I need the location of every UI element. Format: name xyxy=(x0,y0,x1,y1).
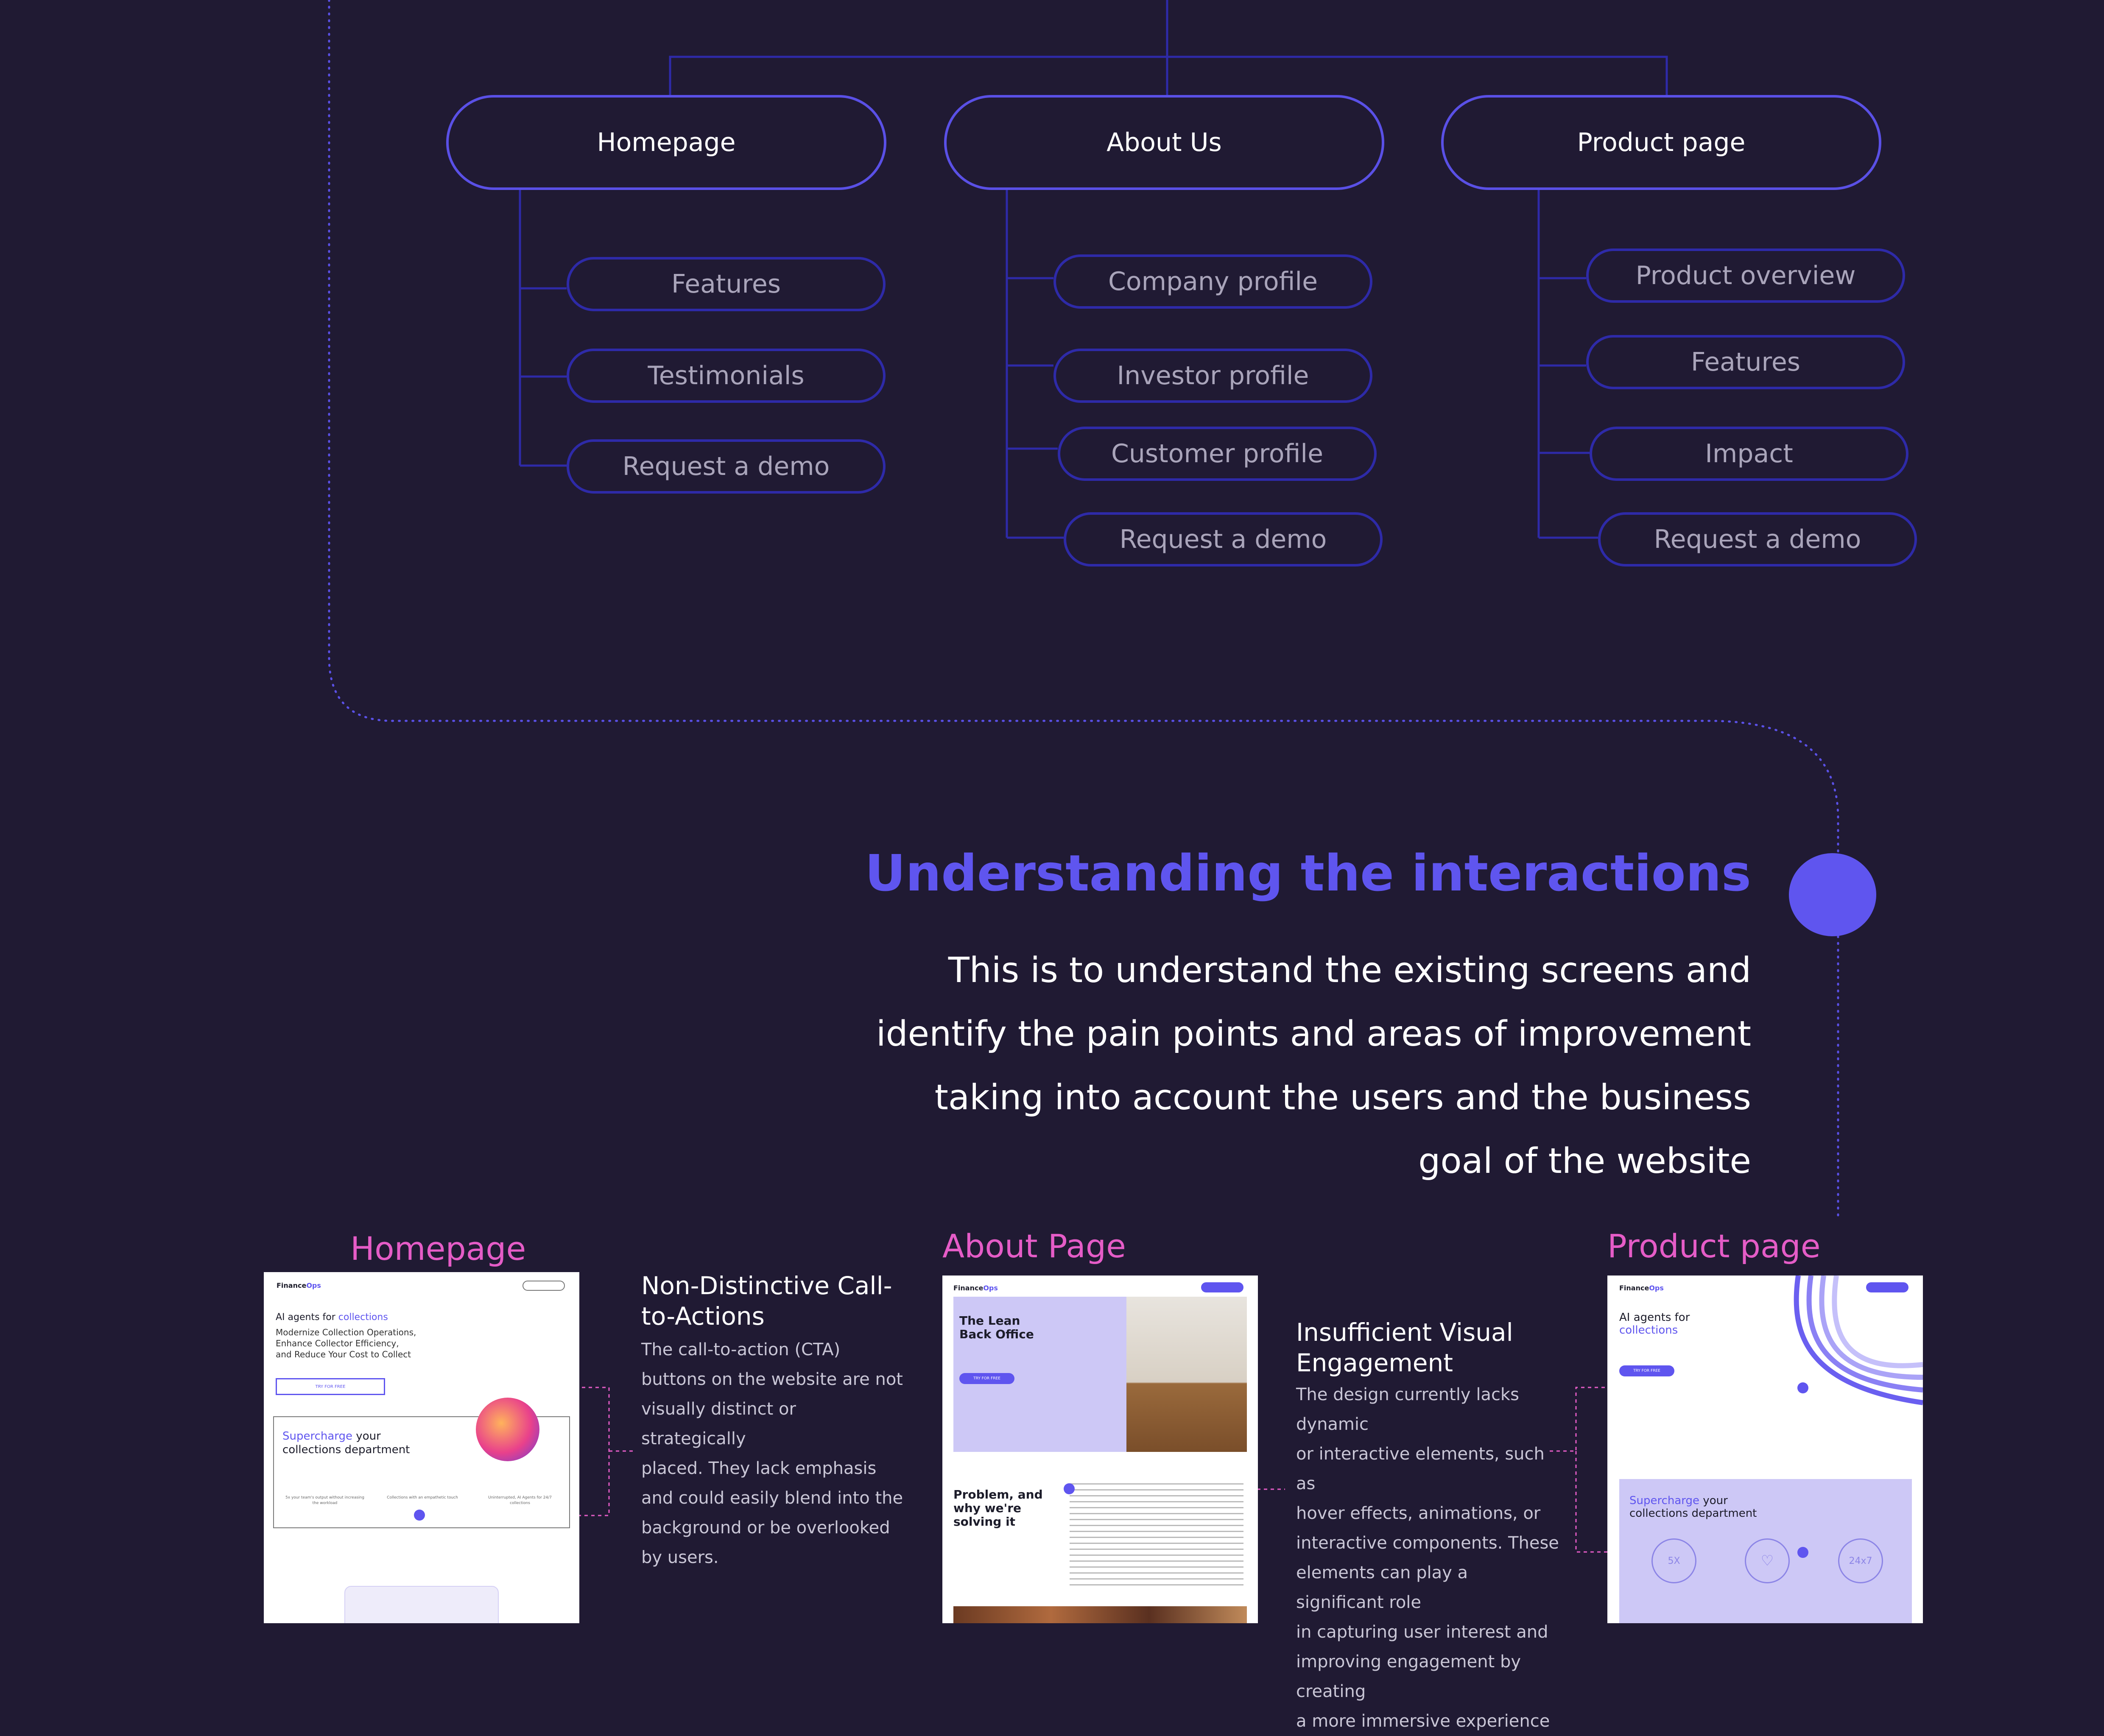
hero-subtitle-2: Enhance Collector Efficiency, xyxy=(276,1338,399,1348)
about-hero-title-2: Back Office xyxy=(959,1327,1034,1341)
sitemap-about-request-demo: Request a demo xyxy=(1064,512,1383,567)
nav-button xyxy=(523,1281,565,1291)
hero-title: AI agents for collections xyxy=(276,1312,388,1323)
visual-note-line: interactive components. These xyxy=(1296,1533,1559,1553)
stat-3: Uninterrupted, AI Agents for 24/7 collec… xyxy=(488,1496,552,1505)
intro-line: taking into account the users and the bu… xyxy=(934,1077,1751,1118)
visual-note-line: The design currently lacks dynamic xyxy=(1296,1385,1519,1434)
annotation-marker-icon xyxy=(1797,1382,1808,1393)
cta-note-line: by users. xyxy=(641,1548,719,1567)
stat-1: 5x your team's output without increasing… xyxy=(285,1496,364,1505)
product-hero-title-1: AI agents for xyxy=(1619,1311,1690,1324)
cta-note-title-line: to-Actions xyxy=(641,1302,765,1331)
problem-heading-2: why we're xyxy=(953,1501,1022,1515)
dashboard-preview xyxy=(344,1586,499,1623)
hero-subtitle-1: Modernize Collection Operations, xyxy=(276,1327,416,1337)
stat-value-3: 24x7 xyxy=(1849,1555,1872,1566)
brand-logo: FinanceOps xyxy=(1619,1284,1664,1292)
problem-heading-3: solving it xyxy=(953,1515,1016,1529)
hero-subtitle-3: and Reduce Your Cost to Collect xyxy=(276,1349,411,1359)
cta-note-body: The call-to-action (CTA) buttons on the … xyxy=(641,1335,904,1572)
homepage-screen-label: Homepage xyxy=(350,1230,526,1267)
stat-value-1: 5X xyxy=(1668,1555,1680,1566)
product-screen-label: Product page xyxy=(1607,1227,1821,1265)
bottom-photo-strip xyxy=(953,1606,1247,1623)
heart-icon: ♡ xyxy=(1745,1538,1790,1583)
visual-note-line: elements can play a significant role xyxy=(1296,1563,1468,1612)
visual-note-title: Insufficient Visual Engagement xyxy=(1296,1317,1559,1378)
annotation-marker-icon xyxy=(1064,1483,1075,1494)
sitemap-product-request-demo: Request a demo xyxy=(1598,512,1917,567)
visual-note-line: improving engagement by creating xyxy=(1296,1652,1521,1701)
stat-2: Collections with an empathetic touch xyxy=(387,1496,458,1500)
about-screenshot: FinanceOps The Lean Back Office TRY FOR … xyxy=(942,1275,1258,1623)
annotation-marker-icon xyxy=(414,1510,425,1521)
office-photo xyxy=(1126,1297,1247,1452)
sitemap-homepage-node: Homepage xyxy=(446,95,886,190)
cta-note-line: visually distinct or strategically xyxy=(641,1399,796,1449)
problem-text-block xyxy=(1070,1483,1243,1589)
about-hero-title-1: The Lean xyxy=(959,1314,1020,1328)
product-screenshot: FinanceOps AI agents for collections TRY… xyxy=(1607,1275,1923,1623)
sitemap-product-features: Features xyxy=(1586,335,1905,389)
card-title-1: Supercharge your xyxy=(282,1430,381,1443)
sitemap-about-investor-profile: Investor profile xyxy=(1053,349,1372,403)
card-illustration xyxy=(476,1398,539,1461)
section-heading: Understanding the interactions xyxy=(865,844,1751,902)
visual-note-line: hover effects, animations, or xyxy=(1296,1504,1541,1523)
nav-button xyxy=(1201,1282,1243,1292)
cta-note-title: Non-Distinctive Call- to-Actions xyxy=(641,1270,904,1331)
try-for-free-button: TRY FOR FREE xyxy=(1619,1365,1674,1376)
intro-line: This is to understand the existing scree… xyxy=(948,950,1751,991)
sitemap-about-company-profile: Company profile xyxy=(1053,254,1372,309)
sitemap-product-impact: Impact xyxy=(1590,427,1908,481)
timeline-dot-icon xyxy=(1789,853,1876,936)
try-for-free-button: TRY FOR FREE xyxy=(276,1378,385,1395)
brand-logo: FinanceOps xyxy=(277,1281,321,1289)
product-hero-title-2: collections xyxy=(1619,1324,1678,1337)
card-title-1: Supercharge your xyxy=(1629,1494,1728,1507)
visual-note-line: a more immersive experience xyxy=(1296,1711,1550,1731)
intro-line: identify the pain points and areas of im… xyxy=(876,1014,1751,1054)
cta-note-line: The call-to-action (CTA) xyxy=(641,1340,841,1359)
annotation-marker-icon xyxy=(1797,1547,1808,1558)
supercharge-card: Supercharge your collections department … xyxy=(273,1398,570,1528)
card-title-2: collections department xyxy=(1629,1507,1757,1520)
section-intro: This is to understand the existing scree… xyxy=(818,939,1751,1193)
cta-note-line: buttons on the website are not xyxy=(641,1370,903,1389)
cta-note-line: placed. They lack emphasis xyxy=(641,1459,877,1478)
card-title-2: collections department xyxy=(282,1443,410,1456)
cta-note-title-line: Non-Distinctive Call- xyxy=(641,1271,892,1300)
sitemap-homepage-testimonials: Testimonials xyxy=(567,349,886,403)
intro-line: goal of the website xyxy=(1418,1141,1751,1181)
visual-note-line: in capturing user interest and xyxy=(1296,1622,1548,1642)
homepage-screenshot: FinanceOps AI agents for collections Mod… xyxy=(264,1272,579,1623)
visual-note-body: The design currently lacks dynamic or in… xyxy=(1296,1380,1559,1736)
cta-note-line: background or be overlooked xyxy=(641,1518,890,1538)
sitemap-homepage-request-demo: Request a demo xyxy=(567,439,886,494)
sitemap-about-node: About Us xyxy=(944,95,1384,190)
cta-note-line: and could easily blend into the xyxy=(641,1488,903,1508)
visual-note-line: or interactive elements, such as xyxy=(1296,1444,1545,1493)
about-screen-label: About Page xyxy=(942,1227,1126,1265)
stat-circle-3: 24x7 xyxy=(1838,1538,1883,1583)
visual-note-title-line: Engagement xyxy=(1296,1348,1453,1377)
try-for-free-button: TRY FOR FREE xyxy=(959,1373,1014,1384)
nav-button xyxy=(1866,1282,1908,1292)
sitemap-product-overview: Product overview xyxy=(1586,248,1905,303)
ribbon-illustration xyxy=(1794,1275,1923,1405)
visual-note-title-line: Insufficient Visual xyxy=(1296,1318,1513,1347)
problem-heading-1: Problem, and xyxy=(953,1488,1043,1502)
brand-logo: FinanceOps xyxy=(953,1284,998,1292)
sitemap-product-node: Product page xyxy=(1441,95,1881,190)
sitemap-homepage-features: Features xyxy=(567,257,886,311)
stat-circle-1: 5X xyxy=(1651,1538,1696,1583)
sitemap-about-customer-profile: Customer profile xyxy=(1058,427,1377,481)
